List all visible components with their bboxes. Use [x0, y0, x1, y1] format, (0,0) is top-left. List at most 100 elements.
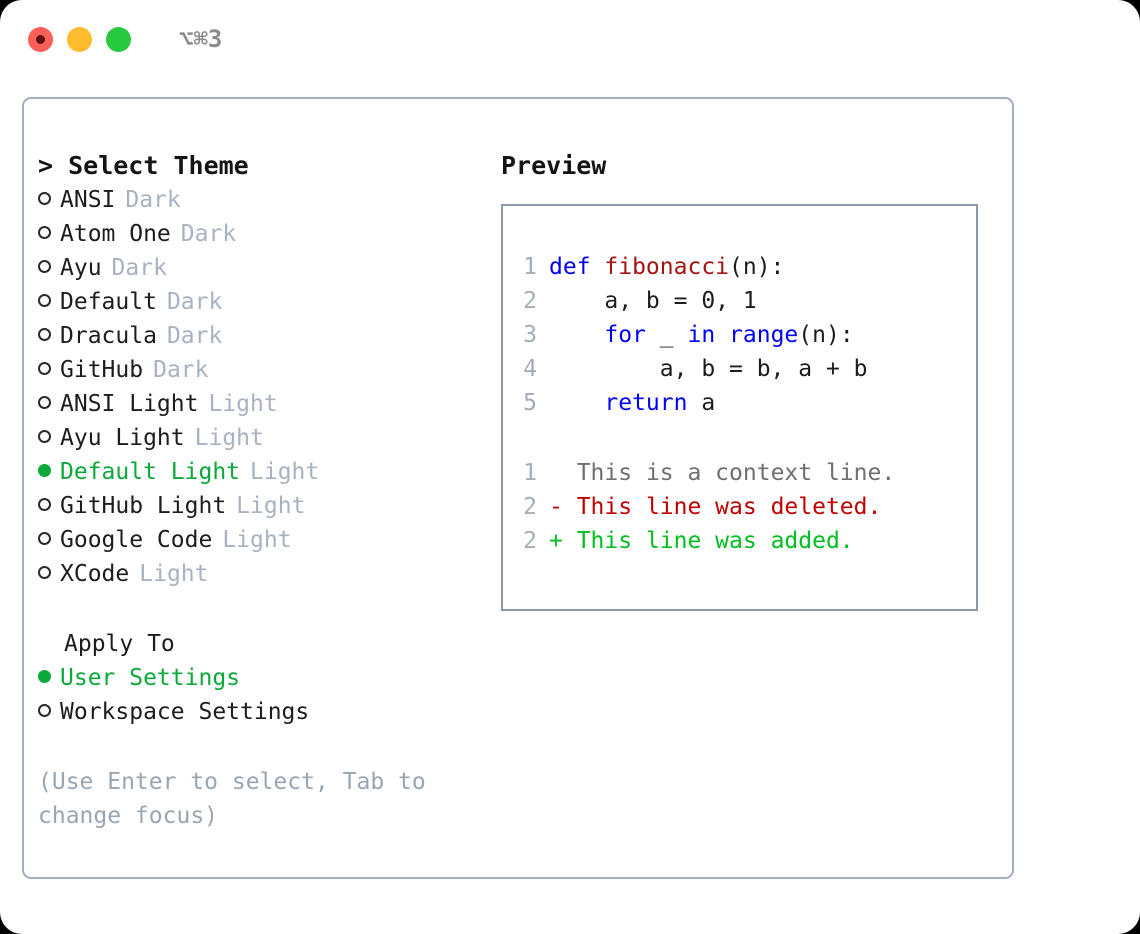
- apply-to-name: Workspace Settings: [60, 699, 310, 725]
- code-token: fibonacci: [604, 254, 730, 280]
- theme-mode-tag: Light: [222, 527, 292, 553]
- code-line: 3 for _ in range(n):: [511, 318, 972, 352]
- diff-text: This line was added.: [562, 528, 854, 554]
- code-token: in: [687, 322, 716, 348]
- line-number: 3: [523, 322, 537, 348]
- theme-option-ayu[interactable]: Ayu Dark: [38, 251, 488, 285]
- radio-unselected-icon: [38, 183, 60, 217]
- code-token: for: [604, 322, 646, 348]
- theme-name: XCode: [60, 561, 130, 587]
- diff-text: This line was deleted.: [562, 494, 882, 520]
- code-token: return: [604, 390, 688, 416]
- theme-name: GitHub: [60, 357, 144, 383]
- theme-mode-tag: Dark: [111, 255, 167, 281]
- theme-name: Default Light: [60, 459, 241, 485]
- theme-name: Google Code: [60, 527, 213, 553]
- radio-unselected-icon: [38, 251, 60, 285]
- diff-text: This is a context line.: [562, 460, 896, 486]
- minimize-button[interactable]: [67, 26, 92, 52]
- theme-name: Dracula: [60, 323, 157, 349]
- code-line: 5 return a: [511, 386, 972, 420]
- theme-name: Ayu Light: [60, 425, 185, 451]
- theme-option-google-code[interactable]: Google Code Light: [38, 523, 488, 557]
- theme-mode-tag: Light: [139, 561, 209, 587]
- radio-unselected-icon: [38, 489, 60, 523]
- line-number: 2: [523, 494, 537, 520]
- code-token: a, b = b, a + b: [549, 356, 868, 382]
- maximize-button[interactable]: [106, 26, 131, 52]
- traffic-lights: [28, 26, 131, 52]
- code-token: range: [729, 322, 799, 348]
- code-line: 4 a, b = b, a + b: [511, 352, 972, 386]
- theme-mode-tag: Dark: [166, 323, 223, 349]
- keyboard-shortcut-label: ⌥⌘3: [179, 25, 223, 53]
- theme-mode-tag: Light: [208, 391, 278, 417]
- theme-name: ANSI Light: [60, 391, 199, 417]
- diff-line-ctx: 1 This is a context line.: [511, 456, 972, 490]
- line-number: 4: [523, 356, 537, 382]
- code-line: 2 a, b = 0, 1: [511, 284, 972, 318]
- code-token: [549, 322, 604, 348]
- radio-unselected-icon: [38, 353, 60, 387]
- code-token: [549, 390, 604, 416]
- diff-marker: -: [549, 494, 563, 520]
- theme-option-ayu-light[interactable]: Ayu Light Light: [38, 421, 488, 455]
- radio-unselected-icon: [38, 695, 60, 729]
- theme-mode-tag: Dark: [125, 187, 181, 213]
- radio-selected-icon: [38, 455, 60, 489]
- code-text: return a: [549, 386, 715, 420]
- theme-name: Default: [60, 289, 157, 315]
- code-token: (n):: [798, 322, 854, 348]
- theme-name: ANSI: [60, 187, 116, 213]
- line-number: 5: [523, 390, 537, 416]
- code-token: def: [549, 254, 605, 280]
- close-button[interactable]: [28, 26, 53, 52]
- theme-name: GitHub Light: [60, 493, 227, 519]
- diff-sample: 1 This is a context line.2- This line wa…: [511, 456, 972, 558]
- diff-line-add: 2+ This line was added.: [511, 524, 972, 558]
- preview-header: Preview: [501, 151, 607, 180]
- theme-option-xcode[interactable]: XCode Light: [38, 557, 488, 591]
- diff-line-del: 2- This line was deleted.: [511, 490, 972, 524]
- apply-to-option-workspace-settings[interactable]: Workspace Settings: [38, 695, 488, 729]
- apply-to-option-user-settings[interactable]: User Settings: [38, 661, 488, 695]
- theme-mode-tag: Dark: [166, 289, 223, 315]
- theme-name: Ayu: [60, 255, 102, 281]
- theme-option-github-light[interactable]: GitHub Light Light: [38, 489, 488, 523]
- code-text: a, b = 0, 1: [549, 284, 757, 318]
- line-number: 1: [523, 254, 537, 280]
- theme-option-ansi-light[interactable]: ANSI Light Light: [38, 387, 488, 421]
- code-text: a, b = b, a + b: [549, 352, 868, 386]
- title-bar: ⌥⌘3: [0, 0, 1140, 78]
- theme-option-ansi[interactable]: ANSI Dark: [38, 183, 488, 217]
- theme-mode-tag: Dark: [153, 357, 209, 383]
- theme-mode-tag: Dark: [180, 221, 237, 247]
- line-number: 2: [523, 288, 537, 314]
- radio-unselected-icon: [38, 217, 60, 251]
- theme-option-default[interactable]: Default Dark: [38, 285, 488, 319]
- radio-selected-icon: [38, 661, 60, 695]
- theme-mode-tag: Light: [236, 493, 306, 519]
- keyboard-hint-text: (Use Enter to select, Tab to change focu…: [38, 769, 440, 829]
- radio-unselected-icon: [38, 387, 60, 421]
- code-token: a, b = 0, 1: [549, 288, 757, 314]
- code-text: for _ in range(n):: [549, 318, 854, 352]
- theme-option-dracula[interactable]: Dracula Dark: [38, 319, 488, 353]
- apply-to-label: Apply To: [64, 631, 175, 657]
- theme-option-github[interactable]: GitHub Dark: [38, 353, 488, 387]
- line-number: 2: [523, 528, 537, 554]
- radio-unselected-icon: [38, 557, 60, 591]
- theme-mode-tag: Light: [194, 425, 264, 451]
- radio-unselected-icon: [38, 421, 60, 455]
- code-token: [715, 322, 729, 348]
